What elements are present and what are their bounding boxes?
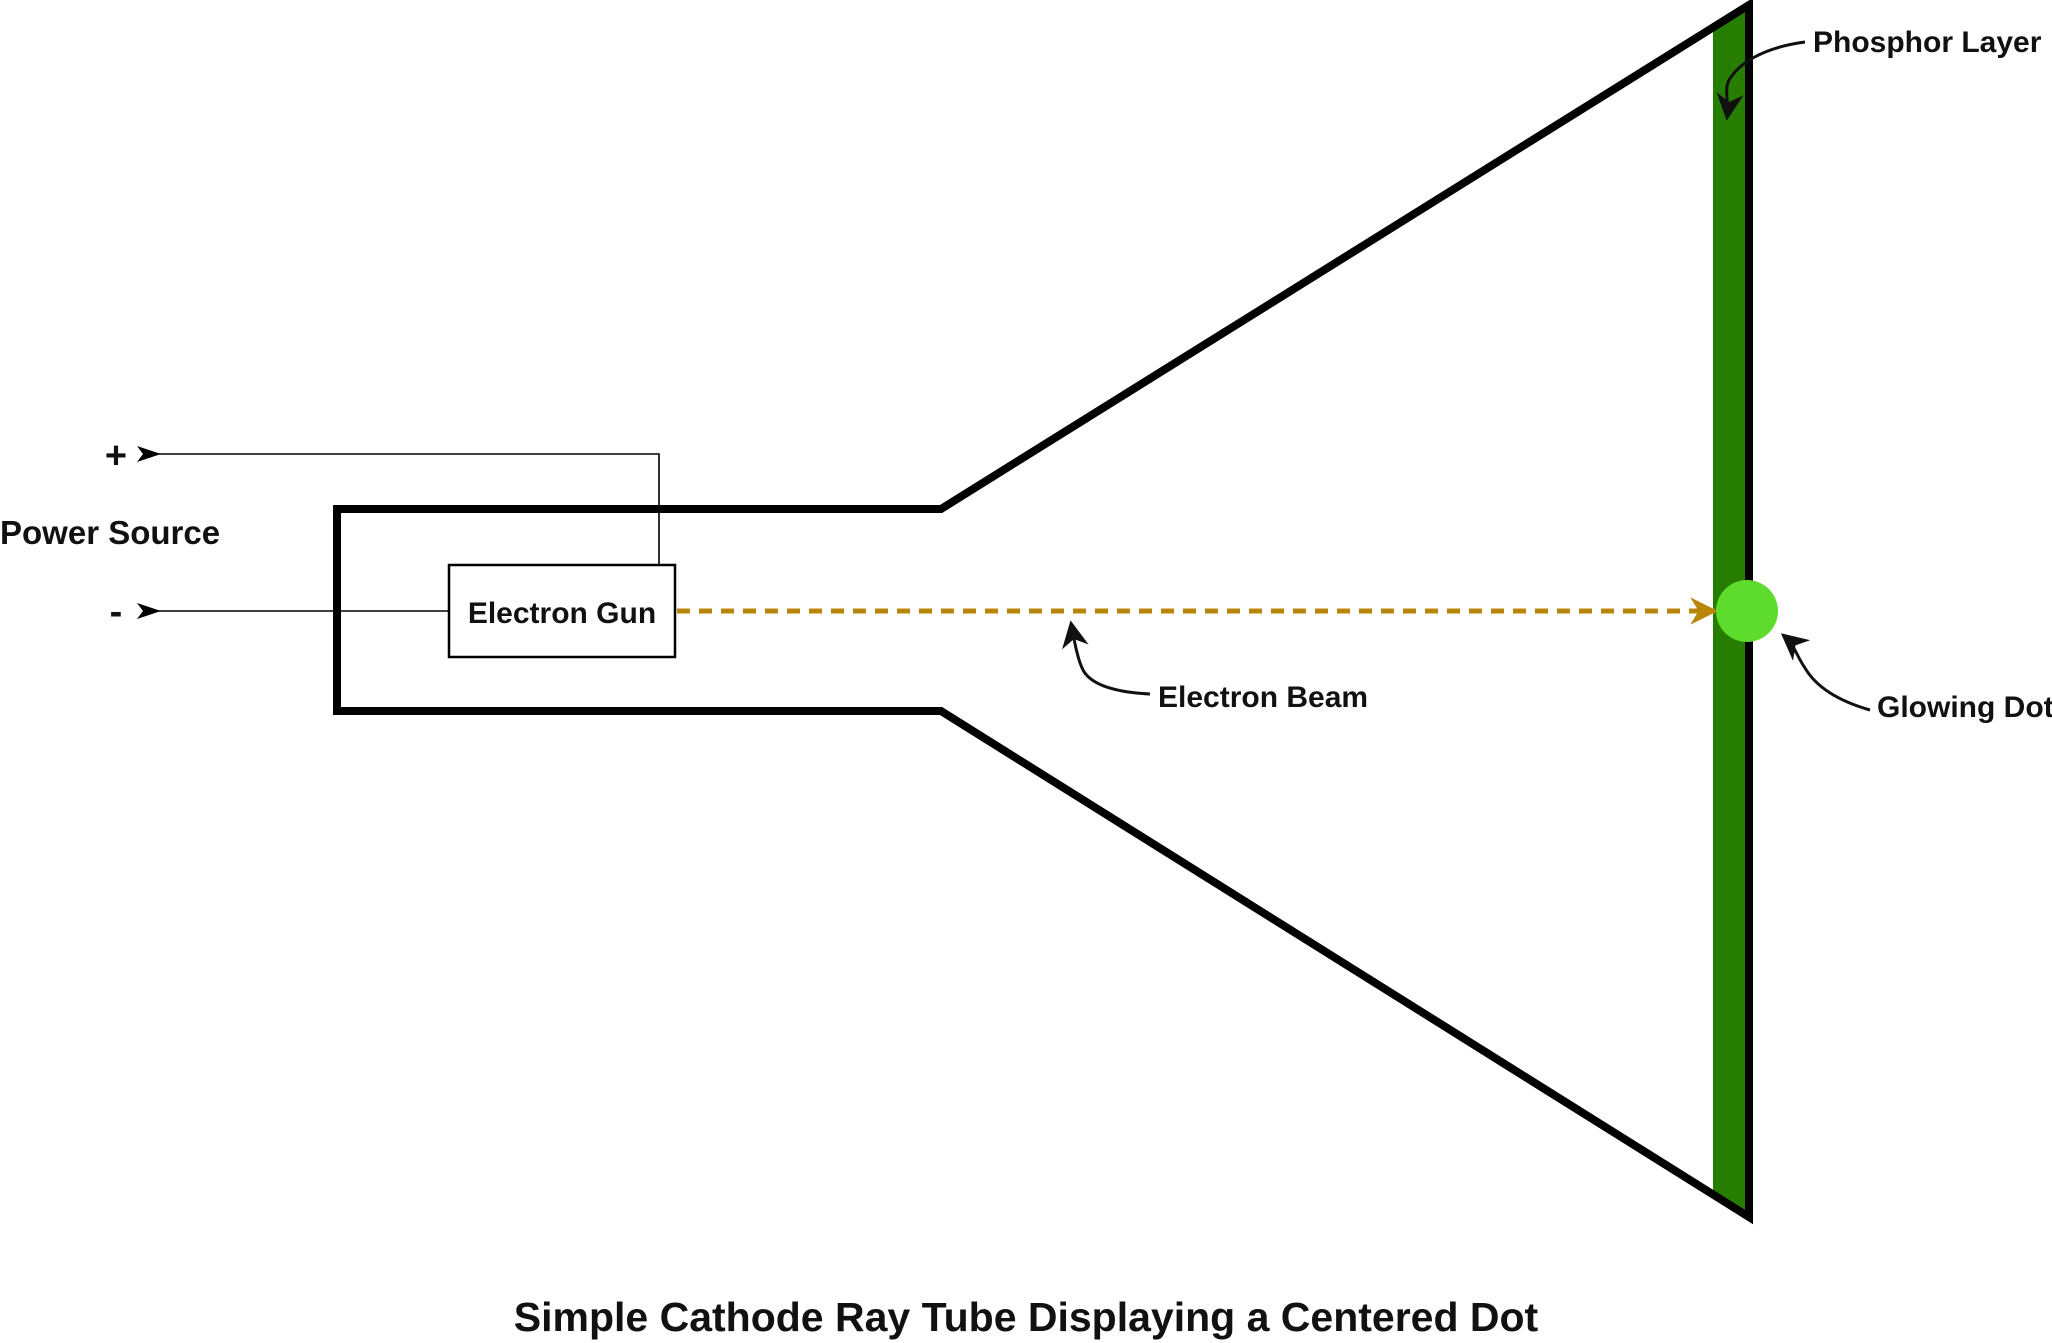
power-source-label: Power Source [0,514,220,551]
positive-terminal-arrow [137,446,161,462]
glowing-dot [1716,580,1778,642]
phosphor-layer-label: Phosphor Layer [1813,26,2042,59]
positive-wire [150,453,660,565]
diagram-title: Simple Cathode Ray Tube Displaying a Cen… [514,1294,1539,1340]
electron-gun-label: Electron Gun [468,597,656,630]
glowing-dot-callout-arrow [1780,633,1871,712]
plus-terminal-label: + [105,435,127,477]
electron-gun-box [447,563,677,659]
minus-terminal-label: - [110,591,123,633]
negative-terminal-arrow [137,603,161,619]
electron-beam-label: Electron Beam [1158,681,1368,714]
crt-tube-outline [333,0,1753,1225]
glowing-dot-label: Glowing Dot [1877,691,2052,724]
phosphor-layer-callout-arrow [1716,40,1806,121]
electron-beam-callout-arrow [1062,620,1151,696]
